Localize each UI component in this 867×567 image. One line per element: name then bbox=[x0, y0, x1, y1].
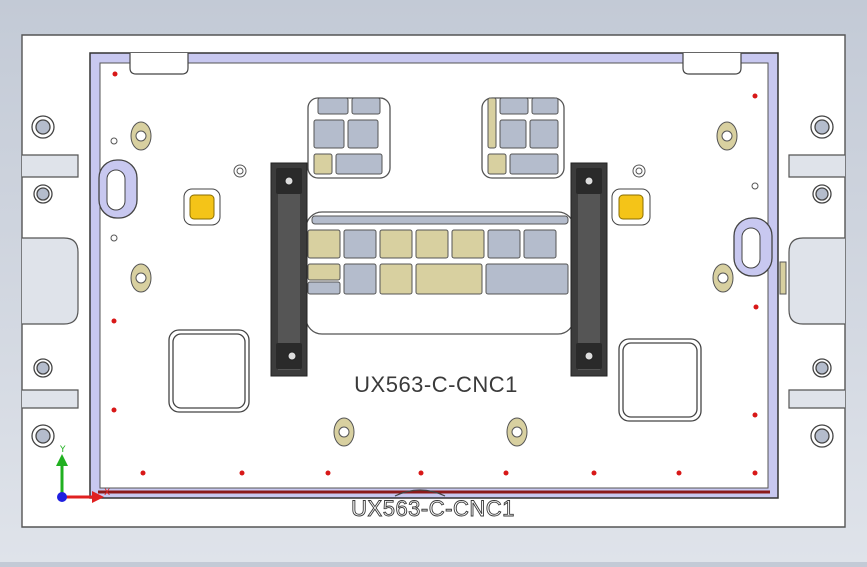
plate-engraving: UX563-C-CNC1 bbox=[351, 496, 515, 521]
y-axis-label: Y bbox=[59, 445, 66, 455]
x-axis-label: X bbox=[104, 488, 110, 498]
slots bbox=[98, 159, 787, 295]
key-pocket-center bbox=[305, 211, 575, 335]
part-engraving: UX563-C-CNC1 bbox=[354, 372, 518, 397]
mounting-holes bbox=[31, 115, 834, 448]
coordinate-triad-icon: Y X bbox=[56, 445, 110, 503]
right-clamp[interactable] bbox=[570, 162, 608, 377]
key-pocket-upper-right bbox=[481, 97, 565, 179]
square-pockets bbox=[168, 329, 702, 422]
small-holes bbox=[110, 137, 759, 242]
locating-pins bbox=[130, 121, 738, 447]
yellow-pads bbox=[183, 188, 651, 226]
red-markers bbox=[111, 71, 759, 476]
left-clamp[interactable] bbox=[270, 162, 308, 377]
key-pocket-upper-left bbox=[307, 97, 391, 179]
